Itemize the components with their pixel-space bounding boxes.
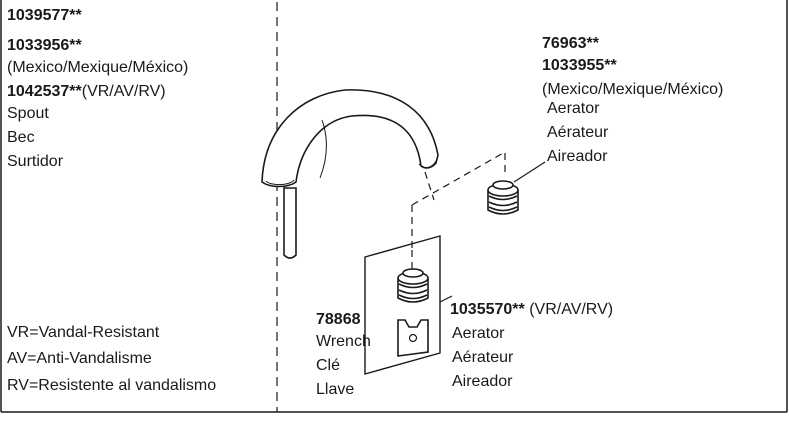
spout-mexico-note: (Mexico/Mexique/México) — [7, 59, 189, 76]
bottom-aerator-vr-note: (VR/AV/RV) — [529, 301, 614, 318]
spout-part-2: 1033956** — [7, 37, 82, 54]
spout-name-fr: Bec — [7, 129, 35, 146]
top-aerator-path-connector — [411, 150, 506, 206]
top-aerator-name-es: Aireador — [547, 148, 608, 165]
spout-outlet-leader — [424, 171, 435, 201]
top-aerator-part-2: 1033955** — [542, 57, 617, 74]
bottom-aerator-name-fr: Aérateur — [452, 349, 514, 366]
bottom-aerator-name-en: Aerator — [452, 325, 505, 342]
wrench-name-en: Wrench — [316, 333, 371, 350]
top-aerator-leader — [513, 161, 546, 183]
bottom-aerator-part: 1035570** — [450, 301, 525, 318]
top-aerator-mexico-note: (Mexico/Mexique/México) — [542, 81, 724, 98]
bottom-aerator-panel — [364, 235, 441, 375]
wrench-name-es: Llave — [316, 381, 355, 398]
legend-vr: VR=Vandal-Resistant — [7, 324, 160, 341]
spout-part-3: 1042537** — [7, 83, 82, 100]
bottom-aerator-part-line: 1035570** (VR/AV/RV) — [450, 300, 613, 320]
top-aerator-part-1: 76963** — [542, 35, 599, 52]
spout-part-1: 1039577** — [7, 7, 82, 24]
top-aerator-name-fr: Aérateur — [547, 124, 609, 141]
wrench-name-fr: Clé — [316, 357, 341, 374]
spout-vr-note: (VR/AV/RV) — [81, 83, 166, 100]
top-aerator-drawing — [487, 180, 519, 215]
spout-part-3-line: 1042537**(VR/AV/RV) — [7, 82, 166, 102]
spout-name-es: Surtidor — [7, 153, 64, 170]
bottom-aerator-leader — [439, 295, 453, 303]
top-aerator-name-en: Aerator — [547, 100, 600, 117]
bottom-aerator-drawing — [397, 268, 429, 303]
wrench-part: 78868 — [316, 311, 361, 328]
spout-name-en: Spout — [7, 105, 49, 122]
spout-drawing — [261, 89, 439, 259]
wrench-drawing — [397, 319, 429, 357]
legend-rv: RV=Resistente al vandalismo — [7, 377, 217, 394]
bottom-aerator-name-es: Aireador — [452, 373, 513, 390]
legend-av: AV=Anti-Vandalisme — [7, 350, 152, 367]
